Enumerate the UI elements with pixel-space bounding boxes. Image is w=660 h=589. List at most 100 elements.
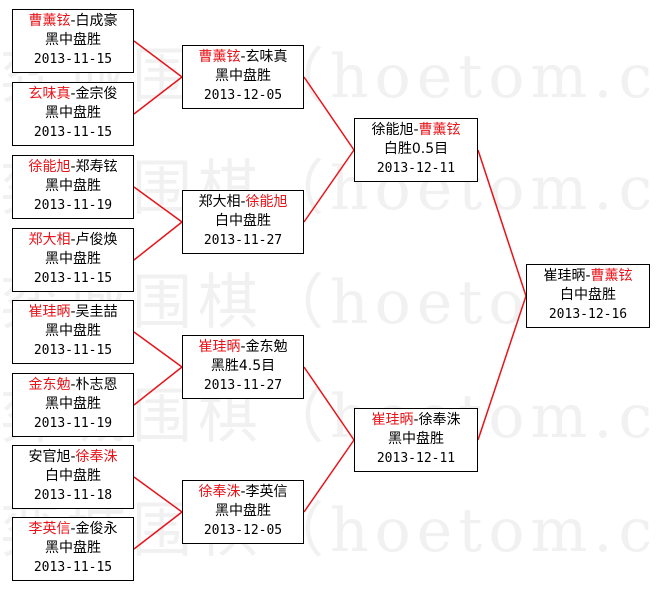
match-box-round-2-3: 崔珪昞-金东勉黑胜4.5目 2013-11-27 bbox=[182, 335, 304, 399]
players-line: 徐奉洙-李英信 bbox=[198, 484, 287, 500]
match-date: 2013-11-15 bbox=[33, 560, 113, 575]
connector-round-2-1-2 bbox=[133, 76, 183, 115]
player-black: 徐奉洙 bbox=[198, 484, 241, 500]
player-white: 李英信 bbox=[245, 484, 288, 500]
player-separator: - bbox=[70, 449, 76, 465]
players-line: 安官旭-徐奉洙 bbox=[28, 449, 117, 465]
match-result: 黑中盘胜 bbox=[45, 105, 101, 121]
player-white: 金东勉 bbox=[245, 339, 288, 355]
player-separator: - bbox=[70, 377, 76, 393]
player-black: 李英信 bbox=[28, 521, 71, 537]
match-result: 黑中盘胜 bbox=[45, 32, 101, 48]
match-date: 2013-12-05 bbox=[203, 88, 283, 103]
players-line: 崔珪昞-徐奉洙 bbox=[371, 412, 460, 428]
match-box-final-1: 崔珪昞-曹薰铉白中盘胜 2013-12-16 bbox=[526, 264, 650, 328]
player-black: 崔珪昞 bbox=[198, 339, 241, 355]
match-date: 2013-11-27 bbox=[203, 378, 283, 393]
connector-final-1-2 bbox=[477, 295, 527, 441]
match-date: 2013-12-11 bbox=[376, 451, 456, 466]
match-result: 黑中盘胜 bbox=[45, 323, 101, 339]
player-black: 郑大相 bbox=[28, 232, 71, 248]
players-line: 曹薰铉-白成豪 bbox=[28, 13, 117, 29]
match-date: 2013-12-16 bbox=[548, 307, 628, 322]
players-line: 徐能旭-曹薰铉 bbox=[371, 122, 460, 138]
match-box-round-2-2: 郑大相-徐能旭白中盘胜 2013-11-27 bbox=[182, 190, 304, 254]
match-result: 黑中盘胜 bbox=[45, 178, 101, 194]
player-black: 徐能旭 bbox=[371, 122, 414, 138]
player-separator: - bbox=[413, 122, 419, 138]
connector-final-1-1 bbox=[477, 149, 527, 297]
players-line: 曹薰铉-玄味真 bbox=[198, 49, 287, 65]
match-result: 白中盘胜 bbox=[560, 287, 616, 303]
player-white: 徐奉洙 bbox=[75, 449, 118, 465]
match-date: 2013-11-15 bbox=[33, 52, 113, 67]
player-black: 曹薰铉 bbox=[198, 49, 241, 65]
connector-round-2-3-2 bbox=[133, 366, 183, 406]
players-line: 崔珪昞-吴圭喆 bbox=[28, 304, 117, 320]
player-white: 卢俊焕 bbox=[75, 232, 118, 248]
players-line: 玄味真-金宗俊 bbox=[28, 86, 117, 102]
player-black: 郑大相 bbox=[198, 194, 241, 210]
player-white: 朴志恩 bbox=[75, 377, 118, 393]
player-separator: - bbox=[70, 521, 76, 537]
match-date: 2013-12-05 bbox=[203, 523, 283, 538]
players-line: 郑大相-徐能旭 bbox=[198, 194, 287, 210]
player-separator: - bbox=[70, 86, 76, 102]
match-result: 黑中盘胜 bbox=[215, 68, 271, 84]
player-black: 徐能旭 bbox=[28, 159, 71, 175]
player-black: 安官旭 bbox=[28, 449, 71, 465]
players-line: 李英信-金俊永 bbox=[28, 521, 117, 537]
player-black: 崔珪昞 bbox=[28, 304, 71, 320]
match-result: 白胜0.5目 bbox=[383, 141, 449, 157]
player-separator: - bbox=[70, 13, 76, 29]
connector-round-2-2-1 bbox=[133, 186, 183, 223]
players-line: 崔珪昞-金东勉 bbox=[198, 339, 287, 355]
connector-round-2-4-2 bbox=[133, 511, 183, 550]
match-box-round-1-3: 徐能旭-郑寿铉黑中盘胜 2013-11-19 bbox=[12, 155, 134, 219]
match-date: 2013-11-19 bbox=[33, 198, 113, 213]
connector-round-3-1-2 bbox=[303, 149, 355, 223]
connector-round-3-2-1 bbox=[303, 366, 355, 441]
player-separator: - bbox=[70, 304, 76, 320]
players-line: 金东勉-朴志恩 bbox=[28, 377, 117, 393]
player-white: 吴圭喆 bbox=[75, 304, 118, 320]
players-line: 郑大相-卢俊焕 bbox=[28, 232, 117, 248]
match-date: 2013-11-15 bbox=[33, 343, 113, 358]
match-box-round-1-1: 曹薰铉-白成豪黑中盘胜 2013-11-15 bbox=[12, 9, 134, 73]
player-white: 白成豪 bbox=[75, 13, 118, 29]
player-white: 郑寿铉 bbox=[75, 159, 118, 175]
player-white: 曹薰铉 bbox=[418, 122, 461, 138]
match-result: 白中盘胜 bbox=[215, 213, 271, 229]
match-box-round-3-2: 崔珪昞-徐奉洙黑中盘胜 2013-12-11 bbox=[354, 408, 478, 472]
match-result: 黑中盘胜 bbox=[45, 251, 101, 267]
player-separator: - bbox=[585, 268, 591, 284]
match-date: 2013-11-15 bbox=[33, 271, 113, 286]
player-white: 徐能旭 bbox=[245, 194, 288, 210]
player-white: 玄味真 bbox=[245, 49, 288, 65]
match-box-round-1-6: 金东勉-朴志恩黑中盘胜 2013-11-19 bbox=[12, 373, 134, 437]
match-date: 2013-11-19 bbox=[33, 416, 113, 431]
player-white: 金宗俊 bbox=[75, 86, 118, 102]
connector-round-3-2-2 bbox=[303, 439, 355, 513]
match-result: 黑中盘胜 bbox=[215, 503, 271, 519]
match-date: 2013-11-27 bbox=[203, 233, 283, 248]
players-line: 崔珪昞-曹薰铉 bbox=[543, 268, 632, 284]
player-white: 金俊永 bbox=[75, 521, 118, 537]
player-separator: - bbox=[240, 484, 246, 500]
players-line: 徐能旭-郑寿铉 bbox=[28, 159, 117, 175]
player-white: 曹薰铉 bbox=[590, 268, 633, 284]
match-date: 2013-12-11 bbox=[376, 161, 456, 176]
match-date: 2013-11-18 bbox=[33, 488, 113, 503]
match-result: 黑中盘胜 bbox=[388, 431, 444, 447]
player-separator: - bbox=[70, 232, 76, 248]
match-result: 黑中盘胜 bbox=[45, 396, 101, 412]
match-result: 黑胜4.5目 bbox=[210, 358, 276, 374]
player-separator: - bbox=[240, 49, 246, 65]
